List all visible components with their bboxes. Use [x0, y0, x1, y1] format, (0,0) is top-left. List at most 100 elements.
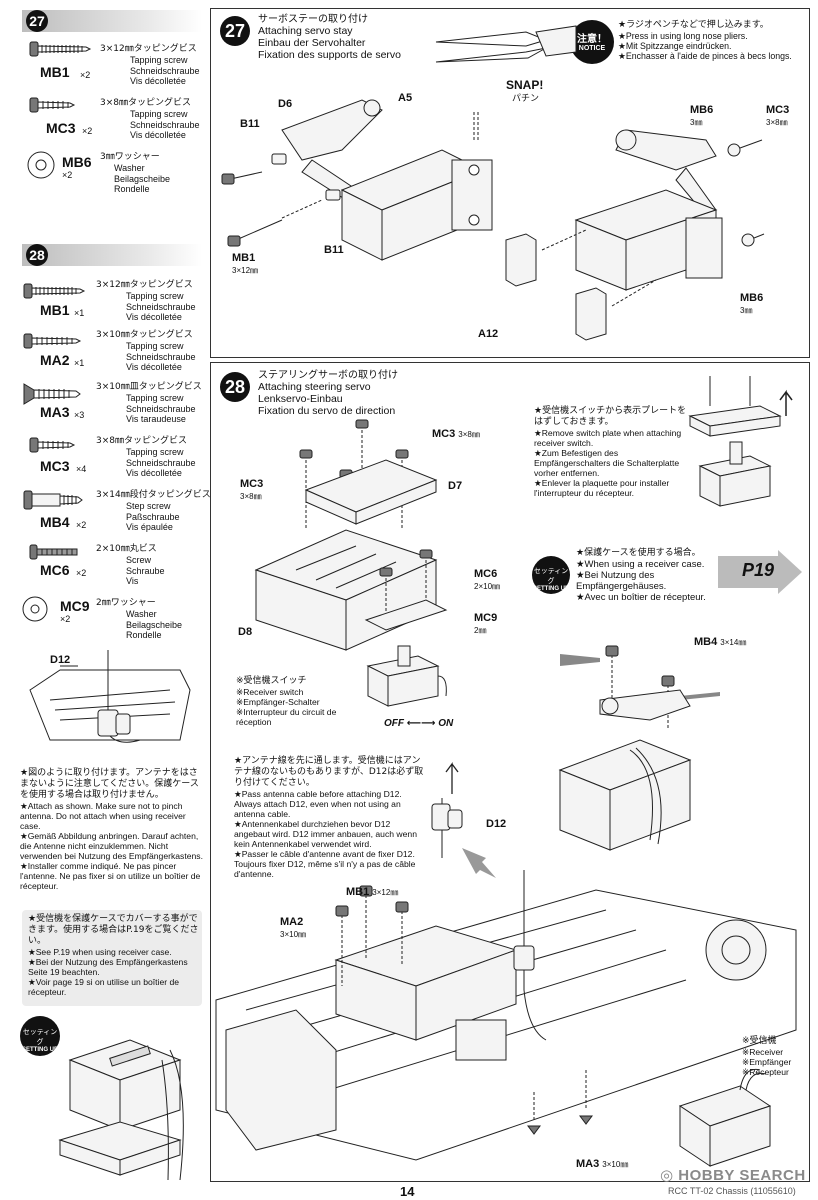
- part-desc-en: Washer: [114, 163, 145, 173]
- washer-icon: [27, 151, 55, 179]
- label-mb6-top-size: 3㎜: [690, 118, 703, 127]
- part-code: MA3: [40, 404, 70, 420]
- part-desc-fr: Vis décolletée: [130, 76, 186, 86]
- step-screw-icon: [23, 490, 83, 510]
- plate-note-fr: ★Enlever la plaquette pour installer l'i…: [534, 478, 670, 498]
- case-note-jp: ★保護ケースを使用する場合。: [576, 548, 701, 558]
- switch-note-en: ※Receiver switch: [236, 687, 304, 697]
- part-code: MC3: [46, 120, 76, 136]
- part-qty: ×2: [76, 520, 87, 530]
- step28-title-de: Lenkservo-Einbau: [258, 393, 343, 405]
- case-note-fr: ★Avec un boîtier de récepteur.: [576, 592, 706, 603]
- part-desc-de: Schneidschraube: [126, 301, 196, 312]
- switch-on-label: ON: [438, 718, 454, 729]
- label-mc3-left-size: 3×8㎜: [240, 492, 262, 501]
- d12-detail-illustration: [431, 762, 463, 858]
- tapping-screw-icon: [29, 41, 92, 57]
- notice-badge-jp: 注意！: [577, 34, 607, 45]
- part-desc: 3㎜ワッシャー Washer Beilagscheibe Rondelle: [100, 152, 170, 195]
- page-ref-p19[interactable]: P19: [742, 560, 775, 580]
- part-desc-jp: 3㎜ワッシャー: [100, 152, 160, 162]
- part-desc-fr: Rondelle: [114, 184, 150, 194]
- case-note-de: ★Bei Nutzung des Empfängergehäuses.: [576, 570, 667, 592]
- switch-direction-arrow-icon: ⟵⟶: [406, 718, 436, 729]
- cover-note-jp: ★受信機を保護ケースでカバーする事ができます。使用する場合はP.19をご覧くださ…: [28, 914, 199, 946]
- part-qty: ×2: [62, 170, 73, 180]
- receiver-note-de: ※Empfänger: [742, 1057, 792, 1067]
- notice-text-jp: ★ラジオペンチなどで押し込みます。: [618, 20, 769, 30]
- machine-screw-icon: [29, 544, 78, 560]
- part-desc: 3×8㎜タッピングビス Tapping screw Schneidschraub…: [100, 98, 200, 141]
- label-ma3-size: 3×10㎜: [602, 1160, 629, 1169]
- part-code: MC3: [40, 458, 70, 474]
- label-mc9-code: MC9: [474, 612, 498, 624]
- part-desc: 2×10㎜丸ビス Screw Schraube Vis: [96, 544, 165, 587]
- plate-note-jp: ★受信機スイッチから表示プレートをはずしておきます。: [534, 406, 687, 427]
- setting-badge-jp: セッティング: [533, 568, 569, 585]
- watermark-text: HOBBY SEARCH: [678, 1167, 806, 1184]
- label-mb4-code: MB4: [694, 636, 718, 648]
- page-number: 14: [400, 1184, 415, 1199]
- step28-title: ステアリングサーボの取り付け Attaching steering servo …: [258, 370, 398, 417]
- tapping-screw-icon: [29, 97, 76, 113]
- cover-note-en: ★See P.19 when using receiver case.: [28, 947, 172, 957]
- part-qty: ×2: [76, 568, 87, 578]
- plate-note-en: ★Remove switch plate when attaching rece…: [534, 428, 682, 448]
- part-desc-de: Beilagscheibe: [114, 173, 171, 184]
- watermark: ◎ HOBBY SEARCH: [660, 1166, 806, 1184]
- part-desc-en: Washer: [126, 609, 157, 619]
- part-desc-fr: Vis décolletée: [126, 312, 182, 322]
- label-mb4: MB4 3×14㎜: [694, 636, 746, 648]
- step27-title-de: Einbau der Servohalter: [258, 37, 366, 49]
- label-mb1-size-28: 3×12㎜: [372, 888, 399, 897]
- cover-note-de: ★Bei der Nutzung des Empfängerkastens Se…: [28, 957, 188, 977]
- label-b11-bottom: B11: [324, 244, 344, 256]
- part-desc-jp: 3×10㎜皿タッピングビス: [96, 382, 202, 392]
- setting-badge-en: SETTING UP: [21, 1047, 58, 1053]
- label-d6: D6: [278, 98, 293, 110]
- receiver-switch-illustration: [366, 645, 447, 707]
- tapping-screw-icon: [23, 333, 82, 349]
- switch-note-de: ※Empfänger-Schalter: [236, 697, 320, 707]
- part-desc: 3×12㎜タッピングビス Tapping screw Schneidschrau…: [96, 280, 196, 323]
- part-desc-jp: 3×8㎜タッピングビス: [96, 436, 187, 446]
- part-desc-de: Schneidschraube: [126, 403, 196, 414]
- notice-text-de: ★Mit Spitzzange eindrücken.: [618, 41, 732, 51]
- setting-up-badge-left: セッティング SETTING UP: [20, 1016, 60, 1056]
- antenna-note-de: ★Antennenkabel durchziehen bevor D12 ang…: [234, 819, 417, 849]
- label-mc3-size: 3×8㎜: [766, 118, 788, 127]
- notice-text-en: ★Press in using long nose pliers.: [618, 31, 748, 41]
- snap-label: SNAP!: [506, 78, 544, 92]
- down-arrow-icon: [462, 848, 496, 878]
- page-ref-arrow-icon[interactable]: [718, 550, 802, 594]
- label-d7: D7: [448, 480, 463, 492]
- d12-antenna-illustration: [29, 650, 191, 743]
- label-a12: A12: [478, 328, 499, 340]
- switch-note-jp: ※受信機スイッチ: [236, 676, 307, 686]
- part-desc-en: Tapping screw: [126, 447, 184, 457]
- part-code: MB6: [62, 154, 92, 170]
- servo-side-assembly: [505, 129, 765, 341]
- part-qty: ×2: [82, 126, 93, 136]
- part-code: MC6: [40, 562, 70, 578]
- part-desc-en: Step screw: [126, 501, 171, 511]
- receiver-note-fr: ※Récepteur: [742, 1067, 789, 1077]
- part-desc-en: Tapping screw: [130, 55, 188, 65]
- label-mc6-code: MC6: [474, 568, 498, 580]
- label-mb1-size: 3×12㎜: [232, 266, 259, 275]
- part-desc-de: Schneidschraube: [130, 119, 200, 130]
- label-b11-top: B11: [240, 118, 260, 130]
- part-qty: ×2: [80, 70, 91, 80]
- antenna-note-jp: ★アンテナ線を先に通します。受信機にはアンテナ線のないものもありますが、D12は…: [234, 756, 424, 788]
- countersunk-screw-icon: [23, 383, 81, 405]
- step27-number: 27: [220, 16, 250, 46]
- step28-parts-number: 28: [26, 244, 48, 266]
- setting-badge-jp: セッティング: [22, 1029, 58, 1046]
- label-mb1: MB1 3×12㎜: [346, 886, 398, 898]
- notice-badge: 注意！ NOTICE: [570, 20, 614, 64]
- step27-title: サーボステーの取り付け Attaching servo stay Einbau …: [258, 14, 401, 61]
